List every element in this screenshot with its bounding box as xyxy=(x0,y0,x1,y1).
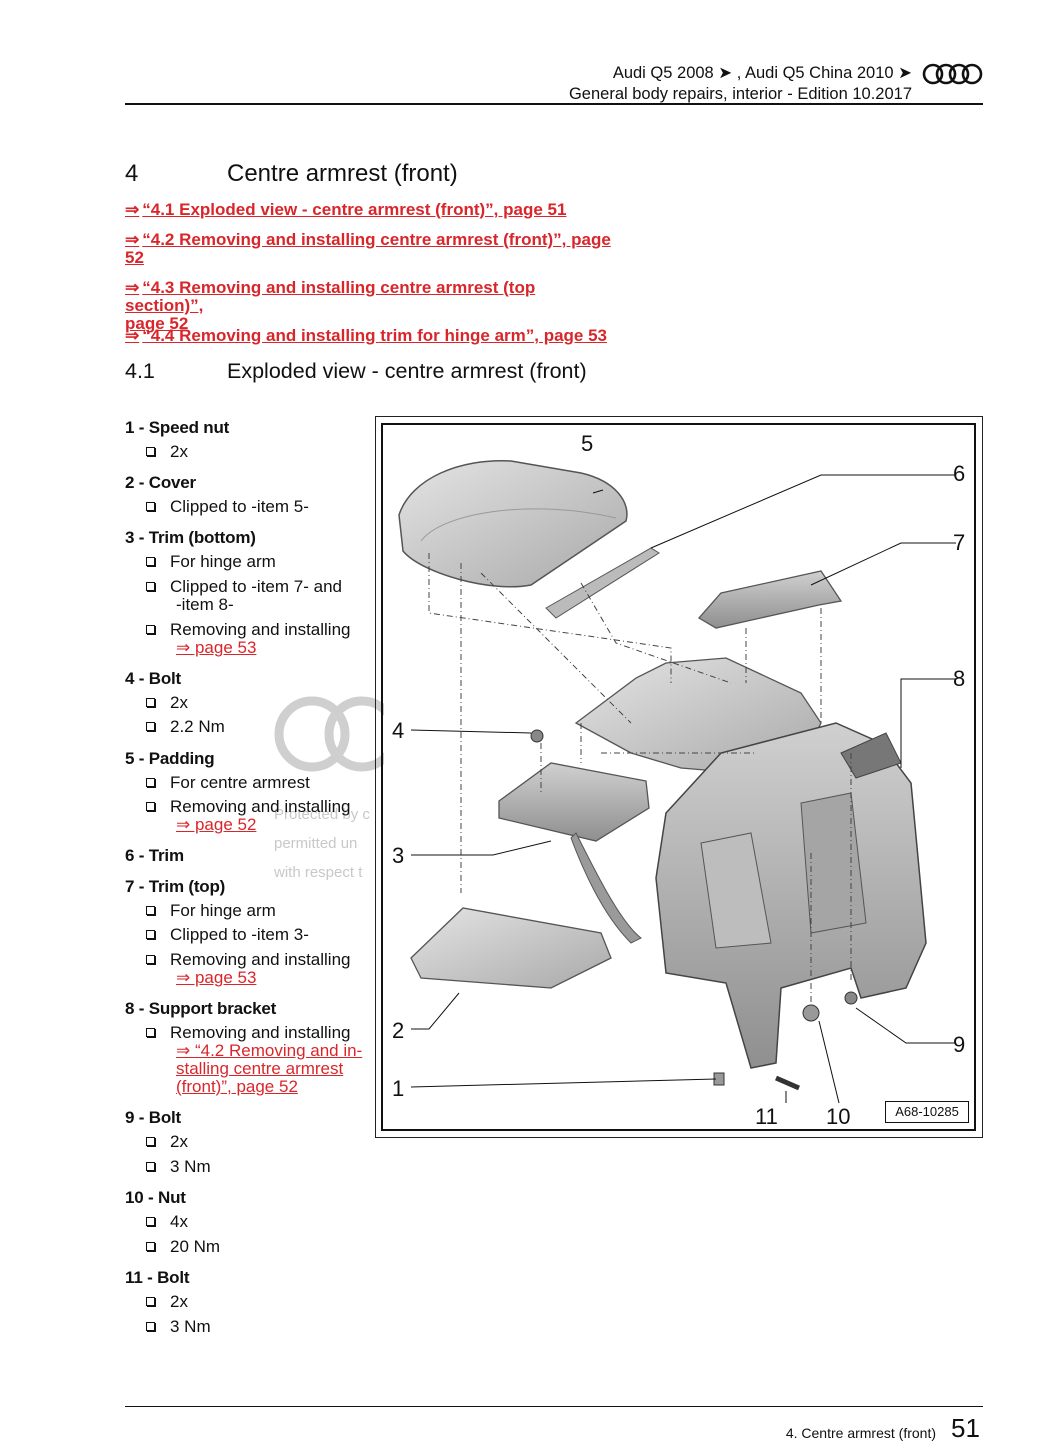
checkbox-bullet-icon xyxy=(146,582,155,591)
checkbox-bullet-icon xyxy=(146,625,155,634)
exploded-view-figure xyxy=(375,416,983,1138)
toc-link-4-3[interactable]: ⇒“4.3 Removing and installing centre arm… xyxy=(125,278,536,333)
checkbox-bullet-icon xyxy=(146,906,155,915)
item-title-9: 9 - Bolt xyxy=(125,1108,182,1127)
item-11-bullet-1: 2x xyxy=(146,1293,376,1311)
section-number: 4 xyxy=(125,160,139,187)
item-3-page-link[interactable]: ⇒ page 53 xyxy=(176,638,257,657)
callout-6: 6 xyxy=(953,461,966,486)
item-10-bullet-1: 4x xyxy=(146,1213,376,1231)
callout-4: 4 xyxy=(392,718,405,743)
item-title-7: 7 - Trim (top) xyxy=(125,877,226,896)
bolt-9-part xyxy=(844,991,858,1005)
toc-link-4-1[interactable]: ⇒“4.1 Exploded view - centre armrest (fr… xyxy=(125,200,567,219)
watermark-text-2: permitted un xyxy=(274,835,358,852)
item-title-1: 1 - Speed nut xyxy=(125,418,230,437)
item-9-bullet-2: 3 Nm xyxy=(146,1158,376,1176)
item-title-10: 10 - Nut xyxy=(125,1188,186,1207)
support-bracket-part xyxy=(655,722,927,1069)
item-title-6: 6 - Trim xyxy=(125,846,184,865)
callout-1: 1 xyxy=(392,1076,405,1101)
item-title-11: 11 - Bolt xyxy=(125,1268,190,1287)
checkbox-bullet-icon xyxy=(146,802,155,811)
item-3-bullet-2: Clipped to -item 7- and-item 8- xyxy=(146,578,376,614)
item-title-3: 3 - Trim (bottom) xyxy=(125,528,256,547)
item-7-bullet-2: Clipped to -item 3- xyxy=(146,926,376,944)
callout-7: 7 xyxy=(953,530,966,555)
checkbox-bullet-icon xyxy=(146,778,155,787)
checkbox-bullet-icon xyxy=(146,955,155,964)
item-5-bullet-2: Removing and installing⇒ page 52 xyxy=(146,798,376,834)
checkbox-bullet-icon xyxy=(146,722,155,731)
item-4-bullet-1: 2x xyxy=(146,694,376,712)
header-subtitle: General body repairs, interior - Edition… xyxy=(568,85,912,103)
item-10-bullet-2: 20 Nm xyxy=(146,1238,376,1256)
toc-link-4-4[interactable]: ⇒“4.4 Removing and installing trim for h… xyxy=(125,326,608,345)
checkbox-bullet-icon xyxy=(146,502,155,511)
page-number: 51 xyxy=(951,1413,980,1443)
figure-inner-frame xyxy=(381,423,976,1131)
item-5-bullet-1: For centre armrest xyxy=(146,774,376,792)
bolt-11-part xyxy=(775,1075,800,1091)
subsection-title: Exploded view - centre armrest (front) xyxy=(227,359,587,383)
item-2-bullet-1: Clipped to -item 5- xyxy=(146,498,376,516)
callout-8: 8 xyxy=(953,666,966,691)
checkbox-bullet-icon xyxy=(146,1322,155,1331)
trim-top-part xyxy=(697,570,843,629)
callout-10: 10 xyxy=(826,1104,851,1129)
item-title-8: 8 - Support bracket xyxy=(125,999,277,1018)
footer-section: 4. Centre armrest (front) xyxy=(785,1425,936,1441)
watermark-text-1: Protected by c xyxy=(274,806,370,823)
item-3-bullet-3: Removing and installing⇒ page 53 xyxy=(146,621,376,657)
callout-11: 11 xyxy=(755,1104,778,1129)
subsection-number: 4.1 xyxy=(125,359,155,383)
callout-2: 2 xyxy=(392,1018,405,1043)
item-7-bullet-3: Removing and installing⇒ page 53 xyxy=(146,951,376,987)
checkbox-bullet-icon xyxy=(146,930,155,939)
item-3-bullet-1: For hinge arm xyxy=(146,553,376,571)
item-9-bullet-1: 2x xyxy=(146,1133,376,1151)
item-1-bullet-1: 2x xyxy=(146,443,376,461)
item-title-5: 5 - Padding xyxy=(125,749,215,768)
header-title: Audi Q5 2008 ➤ , Audi Q5 China 2010 ➤ xyxy=(612,64,912,82)
item-11-bullet-2: 3 Nm xyxy=(146,1318,376,1336)
armrest-diagram xyxy=(398,459,956,1104)
item-5-page-link[interactable]: ⇒ page 52 xyxy=(176,815,257,834)
checkbox-bullet-icon xyxy=(146,1217,155,1226)
checkbox-bullet-icon xyxy=(146,557,155,566)
item-title-4: 4 - Bolt xyxy=(125,669,182,688)
nut-10-part xyxy=(802,1004,820,1022)
trim-6-part xyxy=(545,547,660,619)
padding-part xyxy=(398,459,628,588)
footer-rule xyxy=(125,1406,983,1407)
cover-part xyxy=(410,907,612,989)
toc-link-4-2[interactable]: ⇒“4.2 Removing and installing centre arm… xyxy=(125,230,611,267)
section-title: Centre armrest (front) xyxy=(227,160,458,187)
checkbox-bullet-icon xyxy=(146,1028,155,1037)
item-4-bullet-2: 2.2 Nm xyxy=(146,718,376,736)
checkbox-bullet-icon xyxy=(146,1162,155,1171)
callout-5: 5 xyxy=(581,431,594,456)
checkbox-bullet-icon xyxy=(146,447,155,456)
figure-reference: A68-10285 xyxy=(885,1101,969,1123)
checkbox-bullet-icon xyxy=(146,1137,155,1146)
checkbox-bullet-icon xyxy=(146,698,155,707)
checkbox-bullet-icon xyxy=(146,1297,155,1306)
trim-bottom-part xyxy=(498,762,650,842)
audi-rings-icon xyxy=(922,63,983,85)
watermark-rings-icon xyxy=(274,696,384,772)
watermark-text-3: with respect t xyxy=(274,864,363,881)
item-7-page-link[interactable]: ⇒ page 53 xyxy=(176,968,257,987)
callout-9: 9 xyxy=(953,1032,966,1057)
callout-3: 3 xyxy=(392,843,405,868)
checkbox-bullet-icon xyxy=(146,1242,155,1251)
item-title-2: 2 - Cover xyxy=(125,473,196,492)
item-8-section-link[interactable]: ⇒ “4.2 Removing and in-stalling centre a… xyxy=(176,1041,363,1096)
item-7-bullet-1: For hinge arm xyxy=(146,902,376,920)
item-8-bullet-1: Removing and installing ⇒ “4.2 Removing … xyxy=(146,1024,376,1096)
header-rule xyxy=(125,103,983,105)
bolt-4-part xyxy=(530,729,544,743)
